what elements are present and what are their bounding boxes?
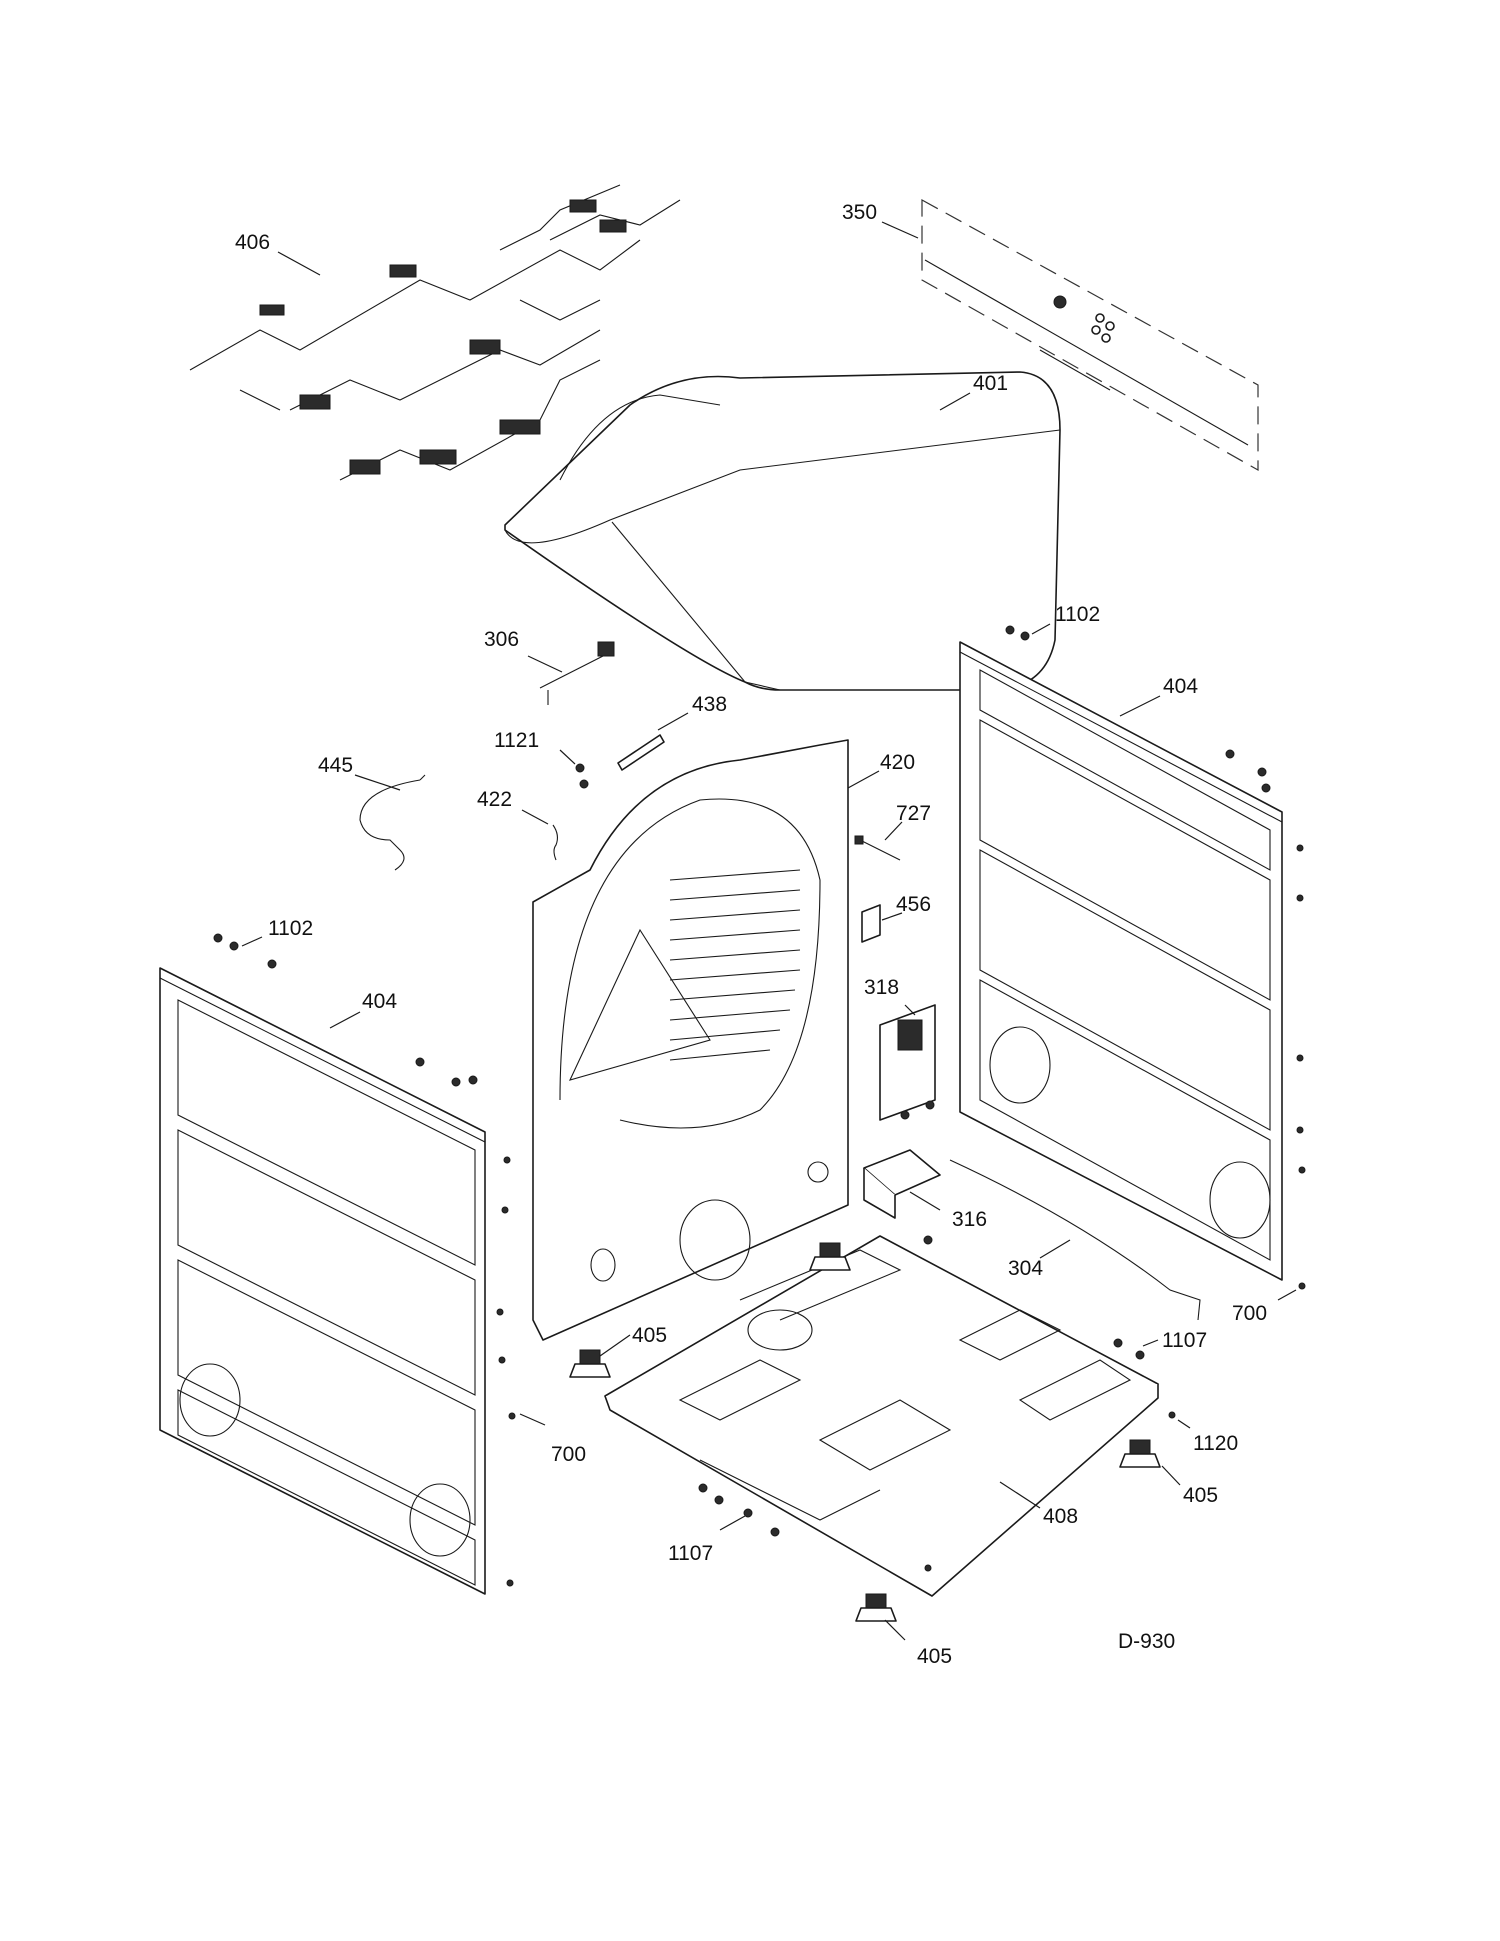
screws-1121-part [575,763,589,789]
callout-318: 318 [864,976,899,999]
callout-306: 306 [484,628,519,651]
leveling-foot-part [855,1593,897,1622]
callout-405-right: 405 [1183,1484,1218,1507]
callout-700-right: 700 [1232,1302,1267,1325]
callout-406: 406 [235,231,270,254]
callout-404-left: 404 [362,990,397,1013]
callout-1107-left: 1107 [668,1542,713,1565]
side-panel-right-part [959,641,1283,1281]
diagram-code: D-930 [1118,1630,1175,1653]
rear-panel-part [532,739,849,1341]
power-cord-part [359,774,426,871]
rod-kit-part [921,198,1259,472]
callout-401: 401 [973,372,1008,395]
top-cover-part [504,371,1061,691]
callout-304: 304 [1008,1257,1043,1280]
callout-316: 316 [952,1208,987,1231]
bracket-part [617,734,665,771]
callout-438: 438 [692,693,727,716]
hose-304-part [949,1159,1201,1321]
callout-700-left: 700 [551,1443,586,1466]
callout-405-left: 405 [632,1324,667,1347]
screws-right-part [1005,625,1306,1290]
wire-727-part [854,835,901,861]
side-panel-left-part [159,967,486,1595]
callout-405-bottom: 405 [917,1645,952,1668]
plate-456-part [861,904,881,943]
callout-727: 727 [896,802,931,825]
wire-harness-part [189,184,681,481]
sensor-part [539,641,615,705]
leader-lines [241,221,1297,1641]
bracket-316-part [863,1149,941,1219]
leveling-foot-part [809,1242,851,1271]
screws-left-part [213,933,516,1587]
clip-part [552,824,559,861]
callout-1102-left: 1102 [268,917,313,940]
leveling-foot-part [1119,1439,1161,1468]
callout-420: 420 [880,751,915,774]
callout-labels: 406 350 401 306 438 1121 445 422 420 727… [235,201,1267,1668]
screws-1107-left-part [698,1483,932,1572]
callout-422: 422 [477,788,512,811]
callout-445: 445 [318,754,353,777]
callout-404-right: 404 [1163,675,1198,698]
callout-408: 408 [1043,1505,1078,1528]
screws-1107-right-part [923,1235,1145,1360]
callout-1102-right: 1102 [1055,603,1100,626]
leveling-foot-part [569,1349,611,1378]
valve-318-part [879,1004,936,1121]
callout-1121: 1121 [494,729,539,752]
callout-1107-right: 1107 [1162,1329,1207,1352]
callout-350: 350 [842,201,877,224]
callout-1120: 1120 [1193,1432,1238,1455]
callout-456: 456 [896,893,931,916]
screw-1120-part [1168,1411,1176,1419]
